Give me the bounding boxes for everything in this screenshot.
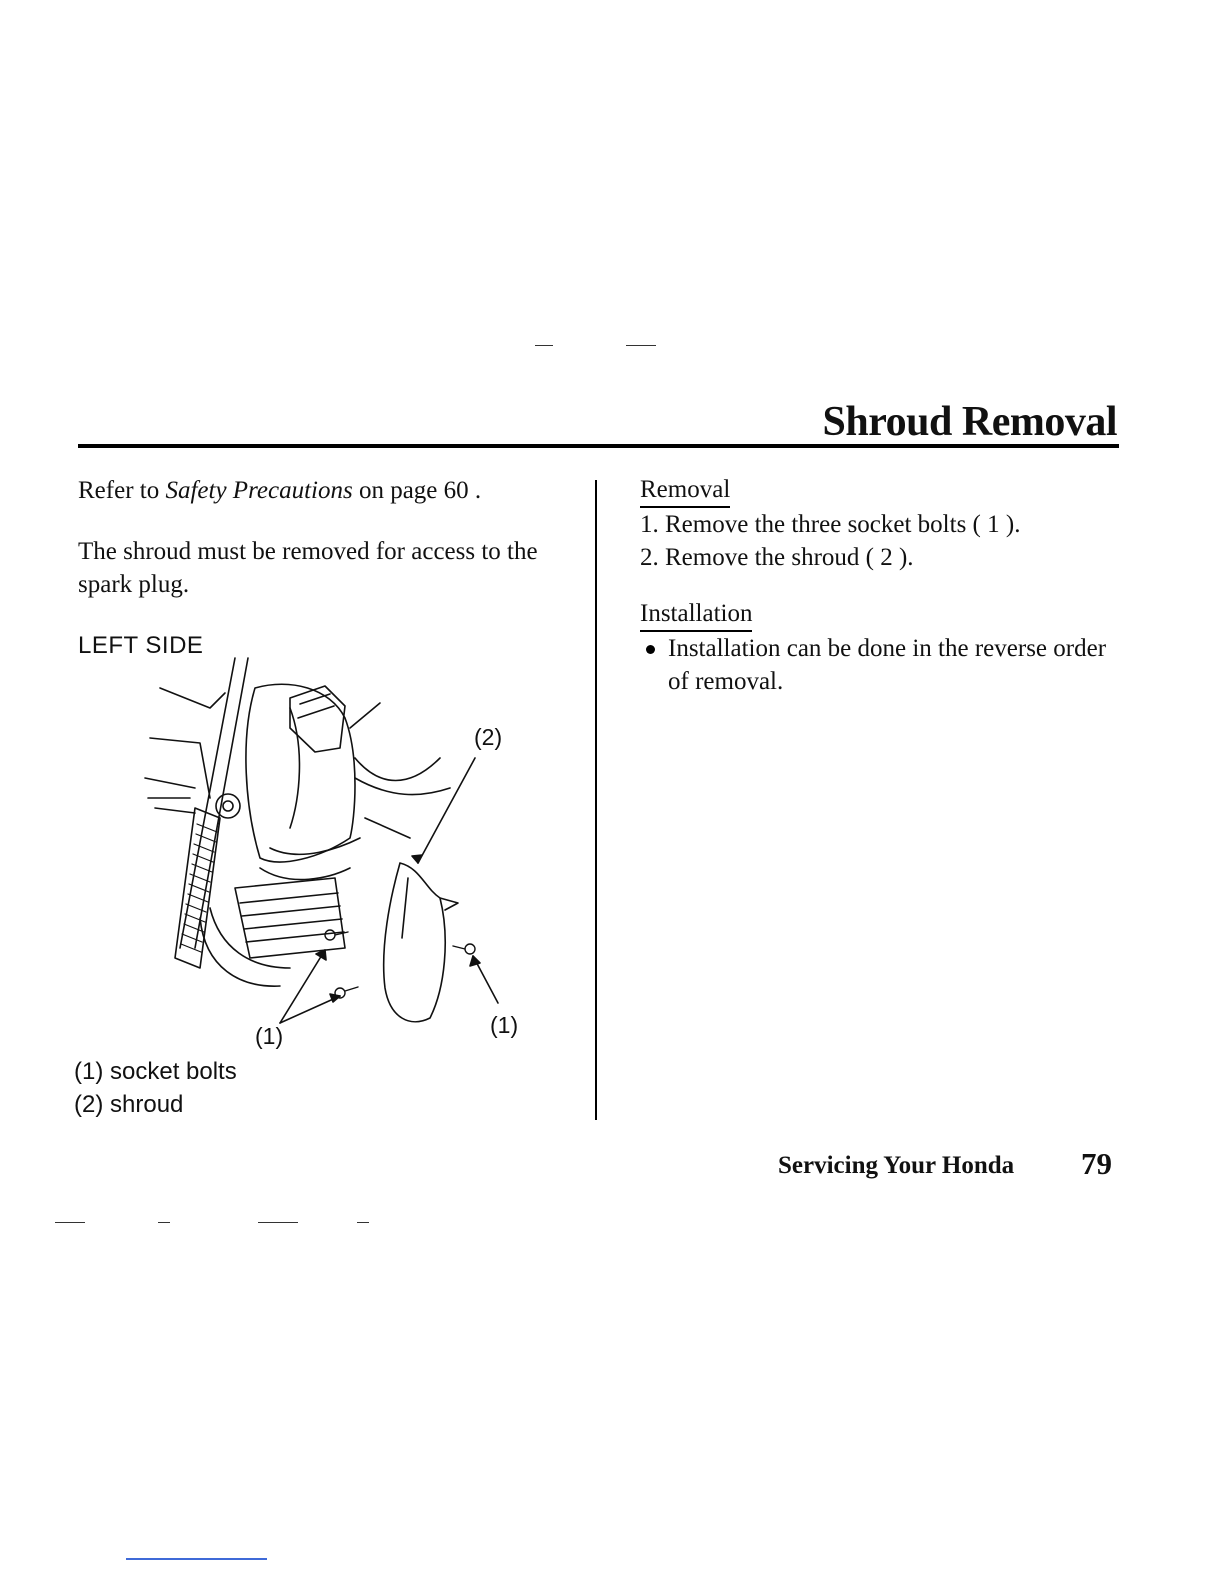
footer-page-number: 79 [1081,1146,1112,1181]
page-title: Shroud Removal [822,399,1118,445]
scan-mark [55,1222,85,1223]
column-divider [595,480,597,1120]
page-ref: 60 [443,477,469,504]
left-column: Refer to Safety Precautions on page 60 .… [78,474,578,629]
scan-mark [626,345,656,346]
intro-prefix: Refer to [78,477,166,504]
bullet-icon [646,645,655,654]
installation-item: Installation can be done in the reverse … [640,632,1120,698]
installation-text: Installation can be done in the reverse … [668,635,1107,695]
legend-item: (2) shroud [74,1091,184,1118]
scan-mark [158,1222,170,1223]
right-column: Removal 1. Remove the three socket bolts… [640,474,1120,698]
removal-heading: Removal [640,474,731,508]
callout-bolt-left: (1) [255,1023,284,1049]
legend-item: (1) socket bolts [74,1058,237,1085]
safety-reference: Refer to Safety Precautions on page 60 . [78,474,578,507]
title-rule [78,444,1119,448]
installation-list: Installation can be done in the reverse … [640,632,1120,698]
safety-precautions-ref: Safety Precautions [165,477,353,504]
footer-section-title: Servicing Your Honda [778,1152,1015,1179]
removal-step: 2. Remove the shroud ( 2 ). [640,544,914,571]
callout-shroud: (2) [474,724,503,750]
removal-steps: 1. Remove the three socket bolts ( 1 ). … [640,508,1120,574]
access-note: The shroud must be removed for access to… [78,538,538,598]
callout-bolt-right: (1) [490,1012,519,1038]
shroud-illustration [144,657,499,1024]
scan-mark [535,345,553,346]
figure-label: LEFT SIDE [78,632,204,659]
removal-step: 1. Remove the three socket bolts ( 1 ). [640,511,1021,538]
installation-heading: Installation [640,598,753,632]
scan-mark [357,1222,369,1223]
figure-legend: (1) socket bolts (2) shroud [74,1055,237,1121]
intro-suffix: . [468,477,482,504]
intro-middle: on page [352,477,444,504]
scan-mark [258,1222,298,1223]
scan-mark [126,1558,267,1560]
